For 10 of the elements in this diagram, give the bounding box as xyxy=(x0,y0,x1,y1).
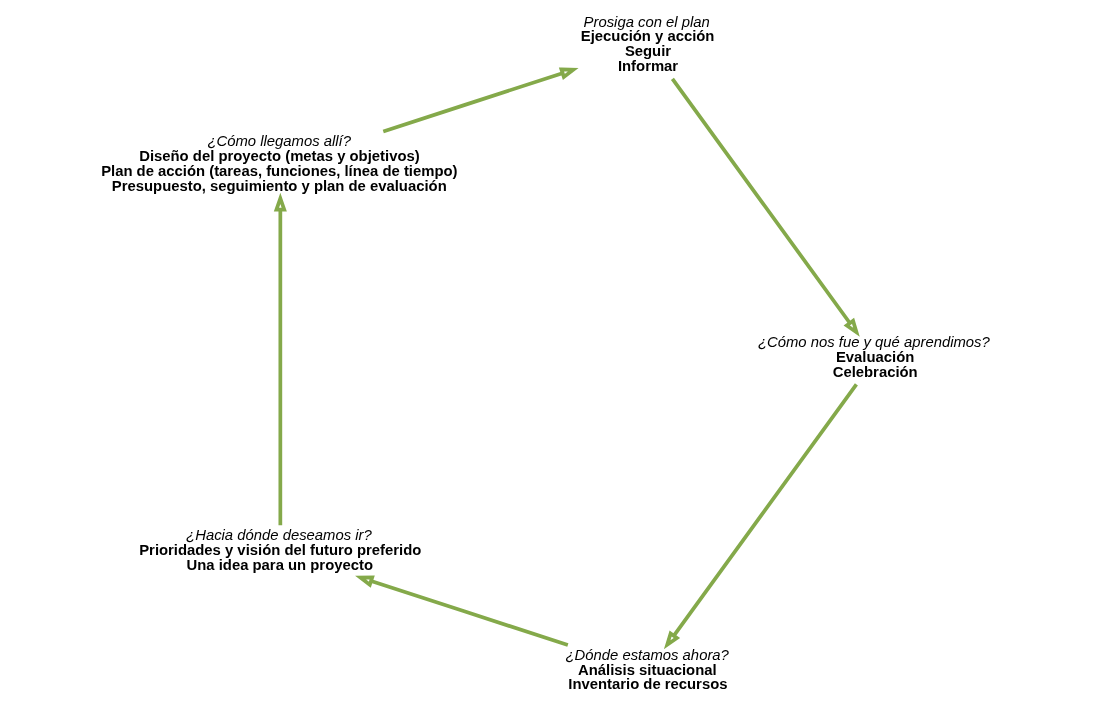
arrow xyxy=(382,67,579,134)
node-text: ¿Cómo nos fue y qué aprendimos? Evaluación Celebración xyxy=(757,333,990,380)
arrow xyxy=(670,77,860,337)
arrow xyxy=(355,575,569,647)
node-text: ¿Hacia dónde deseamos ir? Prioridades y visión del futuro preferido Una idea para un proyecto xyxy=(139,527,422,573)
arrow xyxy=(273,192,287,526)
arrow xyxy=(663,383,858,650)
node-text: Prosiga con el plan Ejecución y acción Seguir Informar xyxy=(580,13,715,75)
node-text: ¿Dónde estamos ahora? Análisis situacional Inventario de recursos xyxy=(565,646,729,693)
node-text: ¿Cómo llegamos allí? Diseño del proyecto (metas y objetivos) Plan de acción (tareas, funciones, línea de tiempo) Presupuesto, seguimiento y plan de evaluación xyxy=(101,133,458,194)
